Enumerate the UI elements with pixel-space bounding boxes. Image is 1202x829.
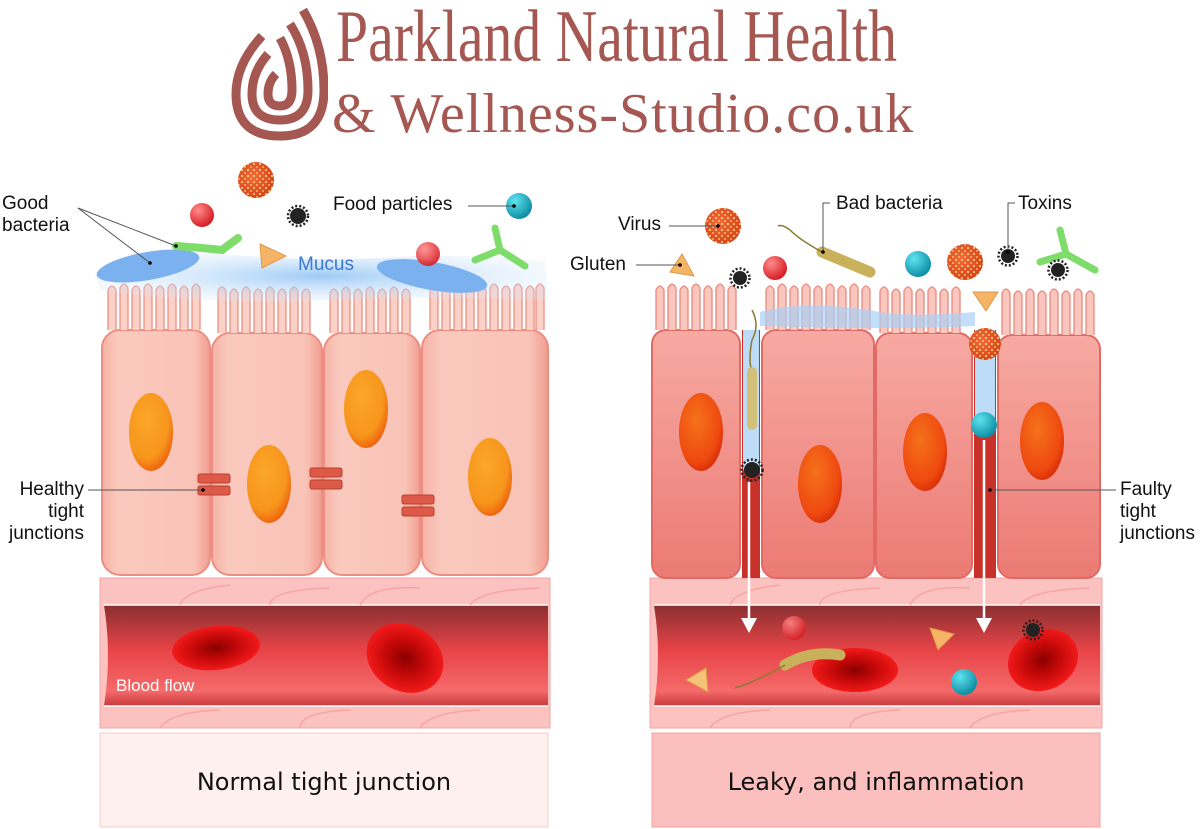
label-faulty-tight-junctions: Faulty tight junctions [1120, 479, 1195, 545]
label-healthy-tight-junctions: Healthy tight junctions [4, 479, 84, 545]
left-panel-illustration [77, 162, 551, 828]
label-line: junctions [1120, 523, 1195, 544]
label-line: Healthy [19, 479, 84, 500]
label-line: tight [48, 501, 84, 522]
brand-title: Parkland Natural Health [336, 0, 897, 78]
brand-subtitle: & Wellness-Studio.co.uk [332, 83, 915, 145]
label-virus: Virus [618, 214, 661, 235]
label-line: junctions [9, 523, 84, 544]
label-toxins: Toxins [1018, 193, 1072, 214]
label-gluten: Gluten [570, 254, 626, 275]
label-bad-bacteria: Bad bacteria [836, 193, 943, 214]
label-blood-flow: Blood flow [116, 676, 195, 695]
spiral-drop-icon [231, 7, 328, 141]
label-mucus: Mucus [298, 254, 354, 275]
label-food-particles: Food particles [333, 194, 453, 215]
toxin [286, 204, 310, 228]
label-line: Good [2, 193, 49, 214]
label-line: Faulty [1120, 479, 1172, 500]
right-panel-illustration [636, 202, 1116, 828]
label-line: bacteria [2, 215, 70, 236]
caption-leaky: Leaky, and inflammation [727, 768, 1025, 796]
label-good-bacteria: Good bacteria [2, 193, 70, 237]
logo: Parkland Natural Health & Wellness-Studi… [228, 0, 968, 145]
caption-normal: Normal tight junction [196, 768, 452, 796]
label-line: tight [1120, 501, 1156, 522]
